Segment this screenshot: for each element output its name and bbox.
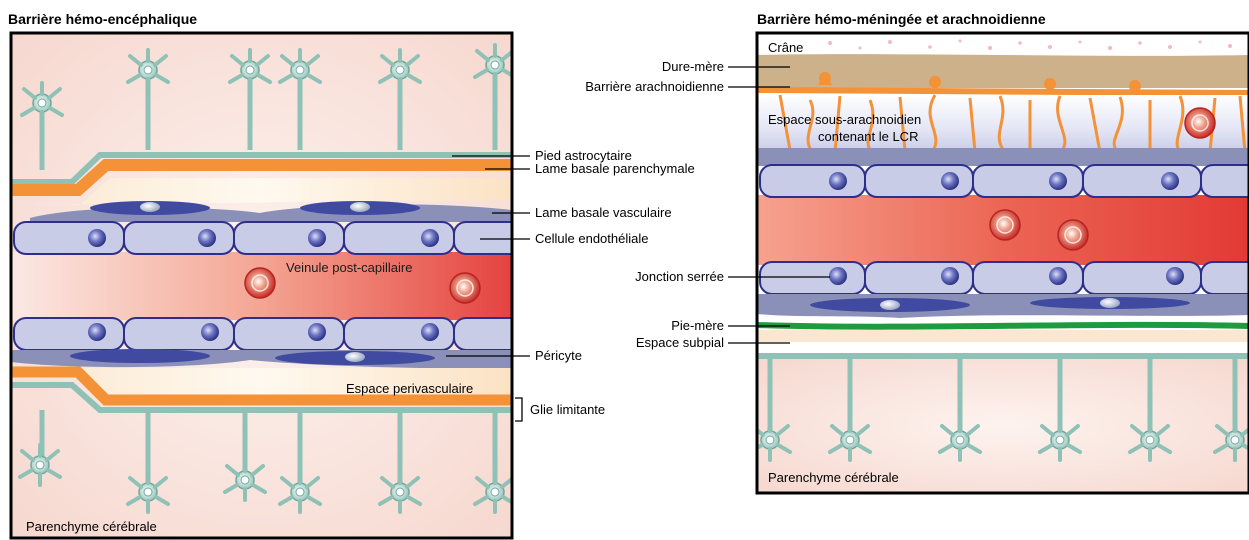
dura-label: Dure-mère xyxy=(662,59,724,74)
arachnoid-barrier-label: Barrière arachnoidienne xyxy=(585,79,724,94)
left-parenchyma-label: Parenchyme cérébrale xyxy=(26,519,157,534)
skull-label: Crâne xyxy=(768,40,803,55)
vascular-basal-lamina-label: Lame basale vasculaire xyxy=(535,205,672,220)
right-panel-title: Barrière hémo-méningée et arachnoidienne xyxy=(757,11,1046,27)
parenchymal-basal-lamina-label: Lame basale parenchymale xyxy=(535,161,695,176)
left-endothelial-upper xyxy=(14,222,524,254)
red-blood-cell xyxy=(990,210,1020,240)
red-blood-cell xyxy=(450,273,480,303)
red-blood-cell xyxy=(245,268,275,298)
red-blood-cell xyxy=(1058,220,1088,250)
pericyte-label: Péricyte xyxy=(535,348,582,363)
endothelial-cell-label: Cellule endothéliale xyxy=(535,231,648,246)
left-panel xyxy=(11,33,524,538)
right-panel xyxy=(750,33,1249,493)
right-endothelial-upper xyxy=(760,165,1249,197)
left-endothelial-lower xyxy=(14,318,524,350)
right-parenchyma-label: Parenchyme cérébrale xyxy=(768,470,899,485)
perivascular-space-label: Espace perivasculaire xyxy=(346,381,473,396)
tight-junction-label: Jonction serrée xyxy=(635,269,724,284)
red-blood-cell xyxy=(1185,108,1215,138)
pia-mater xyxy=(757,325,1249,327)
subpial-space-label: Espace subpial xyxy=(636,335,724,350)
right-endothelial-lower xyxy=(760,262,1249,294)
left-panel-title: Barrière hémo-encéphalique xyxy=(8,11,197,27)
pia-label: Pie-mère xyxy=(671,318,724,333)
subarachnoid-label-line2: contenant le LCR xyxy=(818,129,918,144)
venule-label: Veinule post-capillaire xyxy=(286,260,412,275)
glia-limitans-label: Glie limitante xyxy=(530,402,605,417)
subarachnoid-label-line1: Espace sous-arachnoidien xyxy=(768,112,921,127)
